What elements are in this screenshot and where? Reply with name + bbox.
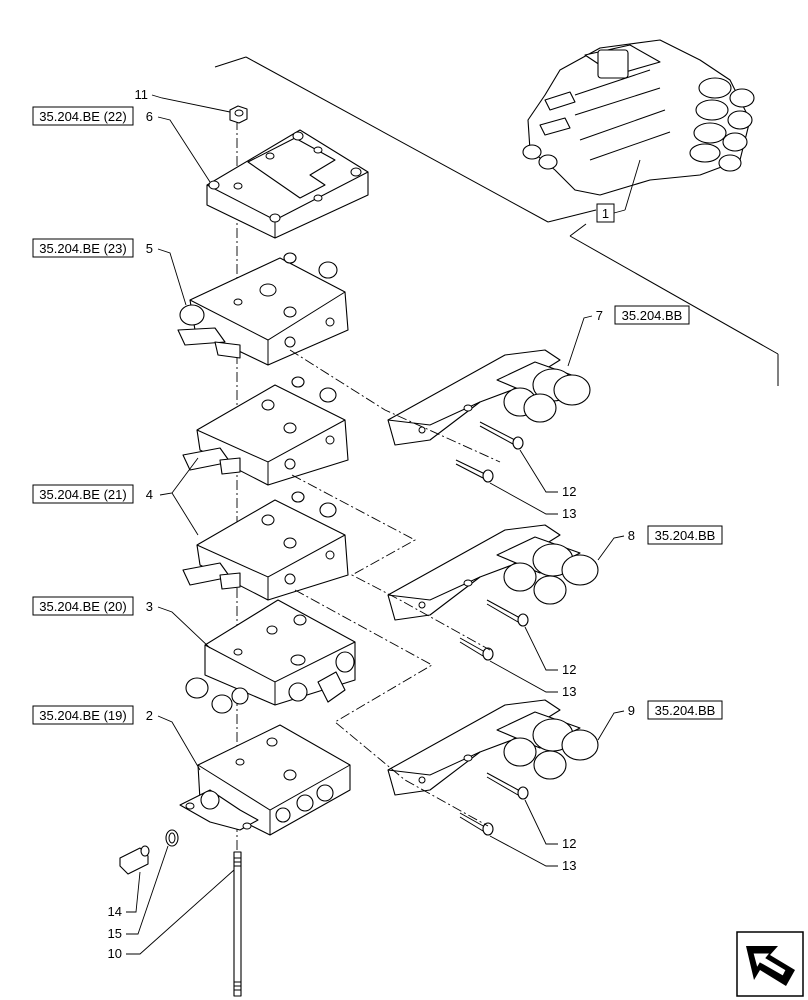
callout-2: 2 [146, 708, 153, 723]
callout-12-lower: 12 [562, 836, 576, 851]
callout-14: 14 [108, 904, 122, 919]
part-5-valve-section [177, 252, 349, 366]
part-7-coupler-assembly [387, 349, 591, 446]
callout-12-upper: 12 [562, 484, 576, 499]
ref-35-204-bb-7: 35.204.BB [622, 308, 683, 323]
bolt-12-lower [486, 772, 529, 800]
overview-levers [522, 91, 576, 170]
callout-13-middle: 13 [562, 684, 576, 699]
callout-13-upper: 13 [562, 506, 576, 521]
bolt-12-middle [486, 599, 529, 627]
ref-35-204-be-19: 35.204.BE (19) [39, 708, 126, 723]
callout-8: 8 [628, 528, 635, 543]
part-14-plug [119, 845, 150, 875]
ref-35-204-be-20: 35.204.BE (20) [39, 599, 126, 614]
bolt-13-middle [459, 637, 494, 661]
callout-12-middle: 12 [562, 662, 576, 677]
bolt-13-upper [455, 459, 494, 483]
callout-11: 11 [135, 87, 149, 102]
part-3-valve-section [185, 599, 356, 714]
bolt-12-upper [479, 421, 524, 450]
callout-7: 7 [596, 308, 603, 323]
callout-1: 1 [602, 206, 609, 221]
ref-35-204-be-21: 35.204.BE (21) [39, 487, 126, 502]
part-15-seal-ring [165, 829, 179, 847]
callout-9: 9 [628, 703, 635, 718]
part-9-coupler-assembly [387, 699, 599, 796]
callout-4: 4 [146, 487, 153, 502]
part-8-coupler-assembly [387, 524, 599, 621]
callout-5: 5 [146, 241, 153, 256]
overview-couplers [689, 77, 755, 172]
part-2-inlet-section [179, 724, 351, 836]
callout-15: 15 [108, 926, 122, 941]
callout-3: 3 [146, 599, 153, 614]
callout-6: 6 [146, 109, 153, 124]
bolt-13-lower [459, 812, 494, 836]
back-arrow-icon[interactable] [736, 931, 804, 997]
ref-35-204-be-23: 35.204.BE (23) [39, 241, 126, 256]
part-6-end-cover [206, 129, 369, 239]
ref-35-204-bb-9: 35.204.BB [655, 703, 716, 718]
assembly-overview-illustration: 1 [214, 39, 779, 386]
callout-13-lower: 13 [562, 858, 576, 873]
ref-35-204-be-22: 35.204.BE (22) [39, 109, 126, 124]
callout-10: 10 [108, 946, 122, 961]
ref-35-204-bb-8: 35.204.BB [655, 528, 716, 543]
part-11-nut [229, 105, 248, 124]
part-10-tie-rod [233, 851, 242, 997]
part-4-valve-section-lower [182, 491, 349, 601]
part-4-valve-section-upper [182, 376, 349, 486]
